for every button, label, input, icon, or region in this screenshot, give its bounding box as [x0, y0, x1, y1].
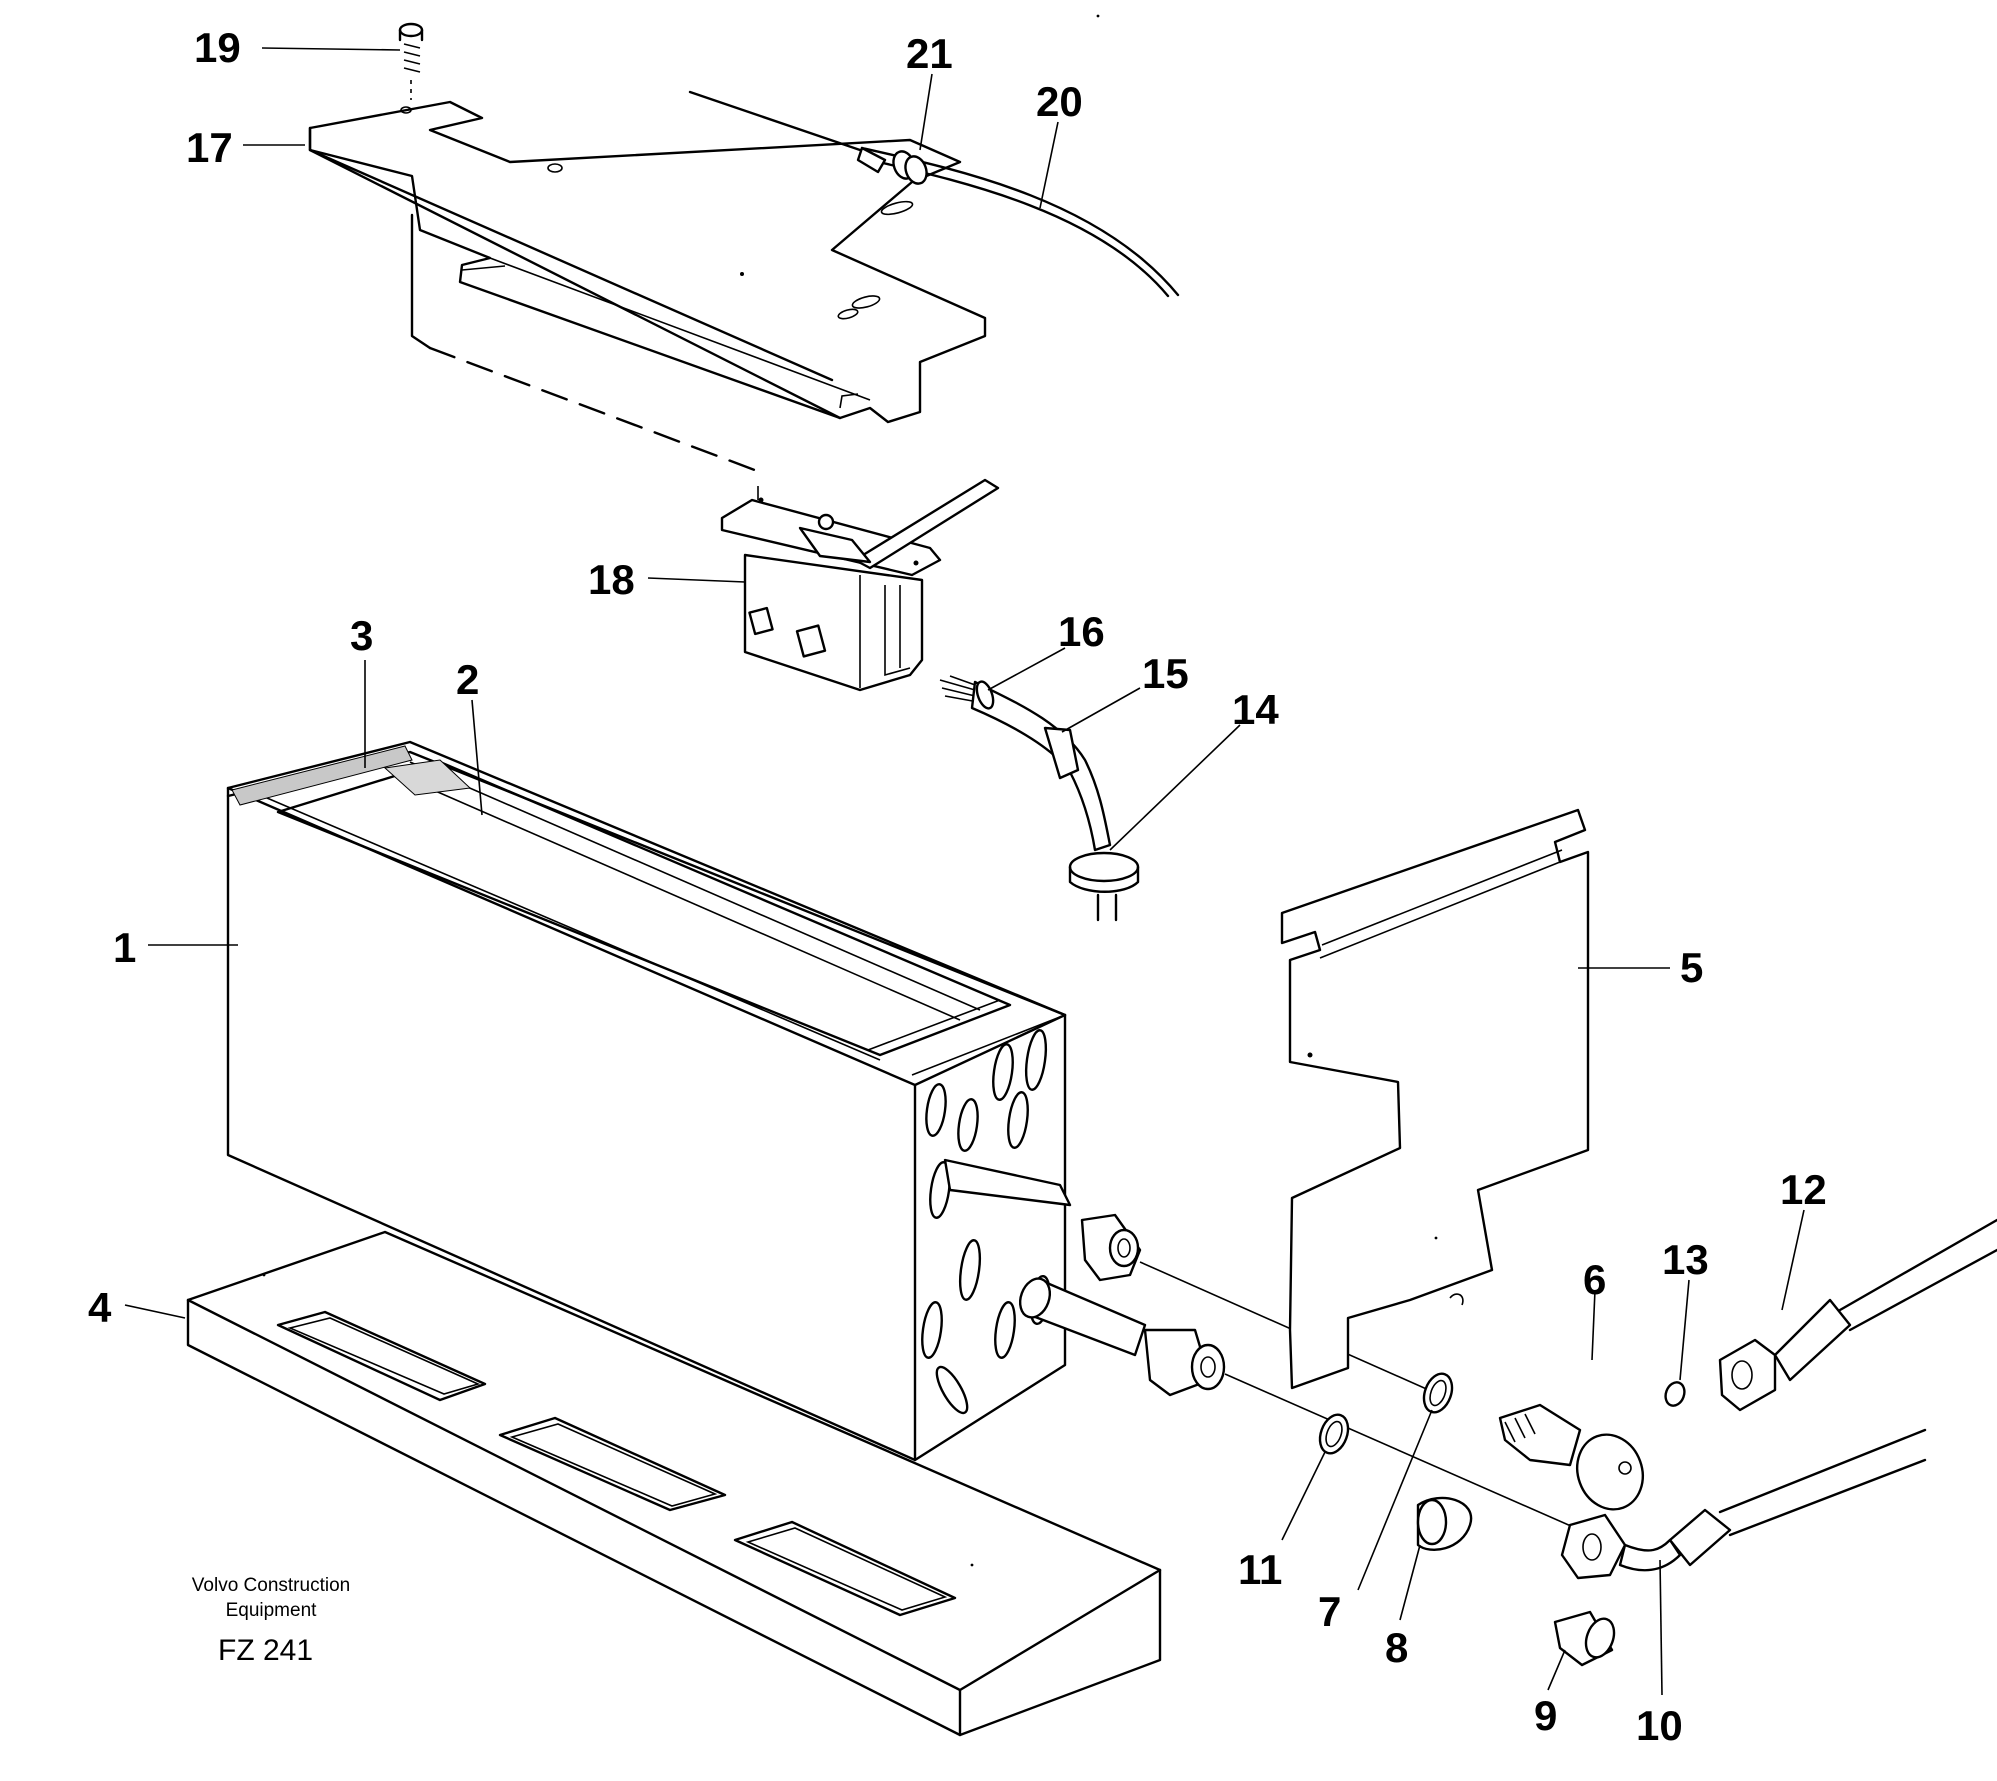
leader-lines: [124, 47, 1805, 1696]
part-label-9: 9: [1534, 1692, 1557, 1739]
part-label-3: 3: [350, 612, 373, 659]
part-label-21: 21: [906, 30, 953, 77]
part-label-1: 1: [113, 924, 136, 971]
part-label-4: 4: [88, 1284, 112, 1331]
brand-line-2: Equipment: [226, 1600, 318, 1621]
figure-code: FZ 241: [218, 1634, 313, 1667]
part-label-10: 10: [1636, 1702, 1683, 1749]
part-label-15: 15: [1142, 650, 1189, 697]
part-label-8: 8: [1385, 1624, 1408, 1671]
brand-line-1: Volvo Construction: [192, 1575, 350, 1596]
part-label-2: 2: [456, 656, 479, 703]
part-label-7: 7: [1318, 1588, 1341, 1635]
part-label-18: 18: [588, 556, 635, 603]
housing-fittings: [1080, 1213, 1581, 1531]
part-label-20: 20: [1036, 78, 1083, 125]
part-label-11: 11: [1238, 1546, 1282, 1593]
screw: [398, 22, 424, 100]
part-label-19: 19: [194, 24, 241, 71]
brand-block: Volvo Construction Equipment FZ 241: [192, 1575, 350, 1667]
o-rings-and-fittings: [1318, 1218, 1997, 1667]
sensor-cable: [688, 90, 1180, 298]
part-label-5: 5: [1680, 944, 1703, 991]
cover-plate: [1280, 808, 1590, 1390]
part-label-12: 12: [1780, 1166, 1827, 1213]
mounting-bracket: [308, 100, 987, 474]
base-tray: [186, 1230, 1162, 1737]
part-label-14: 14: [1232, 686, 1279, 733]
part-label-13: 13: [1662, 1236, 1709, 1283]
part-label-17: 17: [186, 124, 233, 171]
heater-housing: [226, 740, 1147, 1462]
grommet-and-sleeve: [939, 675, 1140, 922]
part-label-16: 16: [1058, 608, 1105, 655]
part-number-labels: 1 2 3 4 5 6 7 8 9 10 11 12 13 14 15 16 1…: [88, 24, 1827, 1749]
part-label-6: 6: [1583, 1256, 1606, 1303]
thermostat: [720, 478, 1000, 692]
